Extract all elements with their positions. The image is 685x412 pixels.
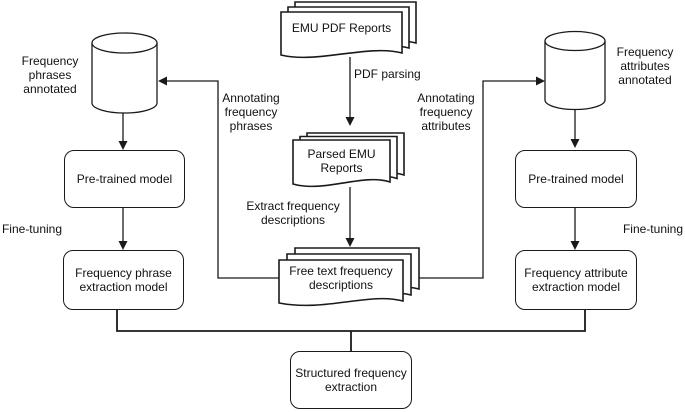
node-structured-frequency-extraction-label: Structured frequency extraction — [295, 365, 407, 394]
parsed-emu-reports-label: Parsed EMU Reports — [307, 147, 376, 176]
arrowhead-db-right-to-pretrained — [570, 139, 580, 148]
edge-label-extract-descriptions: Extract frequency descriptions — [246, 199, 340, 227]
node-frequency-attribute-extraction-model: Frequency attribute extraction model — [515, 250, 637, 310]
edge-label-annotating-attributes: Annotating frequency attributes — [417, 91, 475, 133]
document-stack-parsed-emu-reports — [292, 132, 405, 188]
node-frequency-attribute-extraction-model-label: Frequency attribute extraction model — [524, 265, 628, 294]
emu-doc-front — [280, 11, 403, 59]
edge-label-annotating-phrases: Annotating frequency phrases — [222, 91, 280, 133]
node-frequency-phrase-extraction-model: Frequency phrase extraction model — [63, 250, 184, 310]
database-cylinder-left — [91, 32, 158, 114]
node-pretrained-model-left-label: Pre-trained model — [76, 171, 173, 186]
edge-bottom-join-path — [116, 310, 586, 332]
edge-label-fine-tuning-left: Fine-tuning — [1, 222, 63, 236]
arrowhead-annotating-phrases — [158, 76, 167, 86]
edge-label-fine-tuning-right: Fine-tuning — [622, 222, 684, 236]
document-stack-free-text-descriptions — [278, 247, 420, 307]
database-left-label: Frequency phrases annotated — [21, 54, 79, 96]
arrowhead-pdf-parsing — [345, 117, 355, 126]
arrowhead-finetune-left — [118, 241, 128, 250]
database-left-top — [91, 32, 158, 54]
node-pretrained-model-right-label: Pre-trained model — [528, 171, 624, 186]
free-text-descriptions-label: Free text frequency descriptions — [289, 264, 393, 293]
edge-annotating-phrases-path — [167, 80, 285, 279]
database-right-body — [544, 41, 606, 111]
edge-annotating-attributes-path — [398, 80, 536, 279]
freetext-doc-front — [278, 259, 404, 307]
arrowhead-finetune-right — [570, 241, 580, 250]
arrowhead-annotating-attributes — [536, 76, 545, 86]
parsed-doc-front — [292, 139, 391, 188]
edge-label-pdf-parsing: PDF parsing — [354, 67, 421, 81]
arrowhead-db-left-to-pretrained — [118, 141, 128, 150]
node-structured-frequency-extraction: Structured frequency extraction — [290, 351, 412, 409]
node-pretrained-model-right: Pre-trained model — [515, 150, 637, 208]
database-cylinder-right — [544, 30, 606, 111]
emu-pdf-reports-label: EMU PDF Reports — [291, 21, 392, 35]
database-left-body — [91, 43, 158, 114]
database-right-label: Frequency attributes annotated — [616, 45, 674, 87]
arrowhead-extract-descriptions — [345, 238, 355, 247]
node-frequency-phrase-extraction-model-label: Frequency phrase extraction model — [75, 265, 172, 294]
document-stack-emu-pdf-reports — [280, 1, 417, 59]
database-right-top — [544, 30, 606, 52]
node-pretrained-model-left: Pre-trained model — [64, 150, 185, 208]
